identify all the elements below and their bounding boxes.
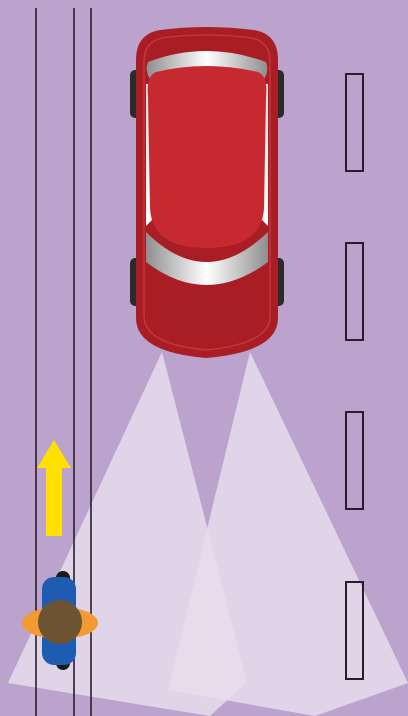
rider-head bbox=[38, 600, 82, 644]
car-roof bbox=[148, 66, 267, 248]
car-top-view bbox=[130, 27, 284, 358]
